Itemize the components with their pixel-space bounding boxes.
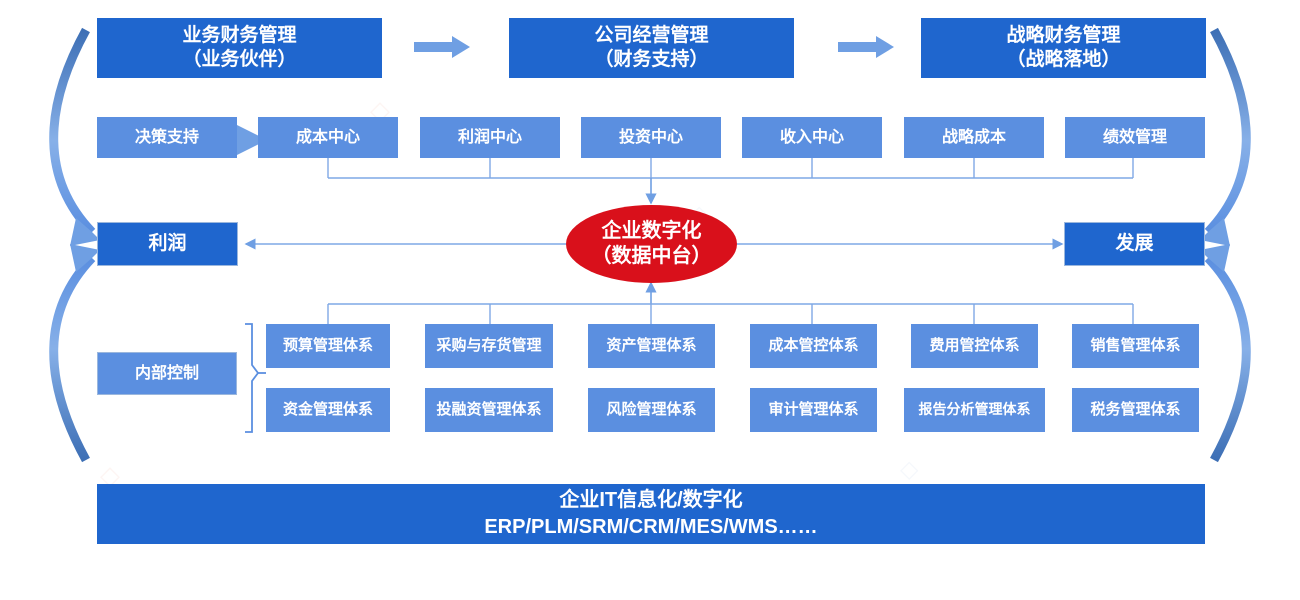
- system-label: 费用管控体系: [929, 336, 1020, 354]
- system-box-budget[interactable]: 预算管理体系: [266, 324, 390, 368]
- center-box-label: 战略成本: [941, 128, 1006, 146]
- center-box-label: 决策支持: [134, 128, 199, 146]
- system-box-audit[interactable]: 审计管理体系: [750, 388, 877, 432]
- system-box-asset[interactable]: 资产管理体系: [588, 324, 715, 368]
- system-label: 报告分析管理体系: [918, 401, 1031, 418]
- system-box-report-analysis[interactable]: 报告分析管理体系: [904, 388, 1045, 432]
- system-label: 资产管理体系: [606, 336, 697, 354]
- center-box-performance-mgmt[interactable]: 绩效管理: [1065, 117, 1205, 158]
- center-box-cost-center[interactable]: 成本中心: [258, 117, 398, 158]
- center-box-investment-center[interactable]: 投资中心: [581, 117, 721, 158]
- center-box-label: 利润中心: [457, 128, 522, 146]
- top-box-text: 战略财务管理 （战略落地）: [1006, 25, 1121, 70]
- center-box-decision-support[interactable]: 决策支持: [97, 117, 237, 158]
- system-box-funds[interactable]: 资金管理体系: [266, 388, 390, 432]
- outcome-label: 利润: [148, 233, 187, 255]
- top-box-strategic-finance[interactable]: 战略财务管理 （战略落地）: [921, 18, 1206, 78]
- system-label: 风险管理体系: [606, 400, 697, 418]
- system-box-cost-control[interactable]: 成本管控体系: [750, 324, 877, 368]
- top-box-business-finance[interactable]: 业务财务管理 （业务伙伴）: [97, 18, 382, 78]
- top-box-text: 公司经营管理 （财务支持）: [594, 25, 709, 70]
- internal-control-box[interactable]: 内部控制: [97, 352, 237, 395]
- footer-banner-text: 企业IT信息化/数字化 ERP/PLM/SRM/CRM/MES/WMS……: [484, 489, 818, 538]
- center-box-strategic-cost[interactable]: 战略成本: [904, 117, 1044, 158]
- system-label: 预算管理体系: [282, 336, 373, 354]
- system-label: 采购与存货管理: [436, 336, 542, 354]
- system-label: 税务管理体系: [1090, 400, 1181, 418]
- core-ellipse-text: 企业数字化 （数据中台）: [591, 220, 712, 267]
- system-label: 审计管理体系: [768, 400, 859, 418]
- system-label: 投融资管理体系: [436, 400, 542, 418]
- top-box-text: 业务财务管理 （业务伙伴）: [182, 25, 297, 70]
- system-box-tax[interactable]: 税务管理体系: [1072, 388, 1199, 432]
- internal-control-label: 内部控制: [134, 364, 199, 382]
- outcome-box-development[interactable]: 发展: [1064, 222, 1205, 266]
- system-box-sales[interactable]: 销售管理体系: [1072, 324, 1199, 368]
- center-box-profit-center[interactable]: 利润中心: [420, 117, 560, 158]
- system-label: 资金管理体系: [282, 400, 373, 418]
- center-box-label: 成本中心: [295, 128, 360, 146]
- system-box-risk[interactable]: 风险管理体系: [588, 388, 715, 432]
- center-box-label: 绩效管理: [1102, 128, 1167, 146]
- center-box-label: 投资中心: [618, 128, 683, 146]
- top-box-company-operation[interactable]: 公司经营管理 （财务支持）: [509, 18, 794, 78]
- system-label: 销售管理体系: [1090, 336, 1181, 354]
- system-box-investment-financing[interactable]: 投融资管理体系: [425, 388, 553, 432]
- system-box-expense-control[interactable]: 费用管控体系: [911, 324, 1038, 368]
- outcome-label: 发展: [1115, 233, 1154, 255]
- system-label: 成本管控体系: [768, 336, 859, 354]
- outcome-box-profit[interactable]: 利润: [97, 222, 238, 266]
- core-ellipse-digitalization[interactable]: 企业数字化 （数据中台）: [566, 205, 737, 283]
- footer-banner-it-systems[interactable]: 企业IT信息化/数字化 ERP/PLM/SRM/CRM/MES/WMS……: [97, 484, 1205, 544]
- system-box-procurement-inventory[interactable]: 采购与存货管理: [425, 324, 553, 368]
- center-box-label: 收入中心: [779, 128, 844, 146]
- center-box-revenue-center[interactable]: 收入中心: [742, 117, 882, 158]
